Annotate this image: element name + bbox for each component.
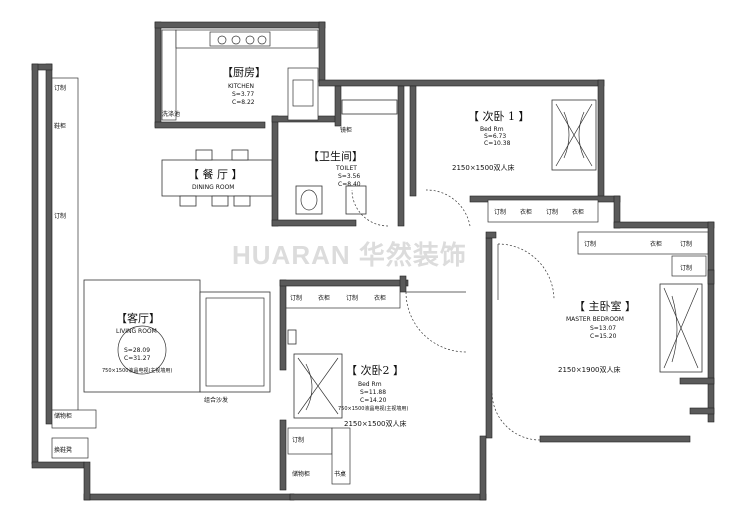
wardrobe-label-5: 衣柜 xyxy=(650,240,662,248)
bedroom2-area: S=11.88 xyxy=(360,389,386,396)
master-title: 【 主卧室 】 xyxy=(574,299,636,313)
living-area: S=28.09 xyxy=(124,347,150,354)
bedroom-2: 【 次卧2 】 Bed Rm S=11.88 C=14.20 750×1500液… xyxy=(285,285,467,485)
wardrobe-label-1: 衣柜 xyxy=(318,294,330,302)
wardrobe-label-2: 衣柜 xyxy=(374,294,386,302)
storage-label: 储物柜 xyxy=(54,412,72,420)
kitchen-perimeter: C=8.22 xyxy=(232,99,255,106)
shoe-bench-label: 换鞋凳 xyxy=(54,446,72,454)
sofa-label: 组合沙发 xyxy=(204,396,228,404)
shoe-label: 鞋柜 xyxy=(54,122,66,130)
custom-label-5: 订制 xyxy=(584,240,596,248)
living-en: LIVING ROOM xyxy=(116,328,157,335)
living-perimeter: C=31.27 xyxy=(124,355,151,362)
dining-title: 【 餐 厅 】 xyxy=(188,167,243,181)
bedroom1-title: 【 次卧 1 】 xyxy=(468,109,530,123)
storage-column xyxy=(51,77,97,459)
toilet-title: 【卫生间】 xyxy=(308,149,363,163)
custom-label-6: 订制 xyxy=(680,240,692,248)
kitchen-area: S=3.77 xyxy=(232,91,254,98)
washbasin-label: 洗涤池 xyxy=(162,110,180,118)
dining-en: DINING ROOM xyxy=(192,184,234,191)
toilet-en: TOILET xyxy=(335,165,357,172)
living-room: 【客厅】 LIVING ROOM S=28.09 C=31.27 750×150… xyxy=(83,279,271,404)
custom-label-8: 订制 xyxy=(54,84,66,92)
desk-label: 书桌 xyxy=(334,470,346,478)
custom-label-10: 订制 xyxy=(292,436,304,444)
bedroom2-title: 【 次卧2 】 xyxy=(346,363,404,377)
bedroom1-en: Bed Rm xyxy=(480,126,504,133)
watermark: HUARAN 华然装饰 xyxy=(232,240,467,270)
bedroom1-bed: 2150×1500双人床 xyxy=(452,163,515,172)
wardrobe-label-3: 衣柜 xyxy=(520,208,532,216)
toilet: 【卫生间】 TOILET S=3.56 C=8.40 xyxy=(295,99,398,227)
storage-label-2: 储物柜 xyxy=(292,470,310,478)
toilet-area: S=3.56 xyxy=(338,173,360,180)
kitchen-title: 【厨房】 xyxy=(222,66,266,79)
custom-label-9: 订制 xyxy=(54,212,66,220)
custom-label-1: 订制 xyxy=(290,294,302,302)
master-area: S=13.07 xyxy=(590,325,616,332)
toilet-perimeter: C=8.40 xyxy=(338,181,361,188)
custom-label-7: 订制 xyxy=(680,264,692,272)
living-title: 【客厅】 xyxy=(116,311,160,325)
bedroom1-area: S=6.73 xyxy=(484,133,506,140)
wardrobe-label-4: 衣柜 xyxy=(572,208,584,216)
master-perimeter: C=15.20 xyxy=(590,333,617,340)
dining: 【 餐 厅 】 DINING ROOM xyxy=(161,149,273,207)
kitchen-en: KITCHEN xyxy=(228,83,254,90)
bedroom-1: 【 次卧 1 】 Bed Rm S=6.73 C=10.38 2150×1500… xyxy=(425,99,599,227)
living-tv: 750×1500液晶电视(主视墙用) xyxy=(102,367,172,374)
walls xyxy=(31,21,715,501)
bedroom2-en: Bed Rm xyxy=(358,381,382,388)
master-bed: 2150×1900双人床 xyxy=(558,365,621,374)
custom-label-3: 订制 xyxy=(494,208,506,216)
kitchen: 【厨房】 KITCHEN S=3.77 C=8.22 xyxy=(161,29,319,121)
mirror-label: 镜柜 xyxy=(340,126,352,134)
master-bedroom: 【 主卧室 】 MASTER BEDROOM S=13.07 C=15.20 2… xyxy=(491,231,709,441)
furniture-labels: 订制 衣柜 订制 衣柜 订制 衣柜 订制 衣柜 订制 衣柜 订制 订制 订制 鞋… xyxy=(54,84,692,478)
custom-label-2: 订制 xyxy=(346,294,358,302)
bedroom1-perimeter: C=10.38 xyxy=(484,140,511,147)
bedroom2-tv: 750×1500液晶电视(主视墙用) xyxy=(338,405,408,412)
master-en: MASTER BEDROOM xyxy=(566,316,624,323)
bedroom2-perimeter: C=14.20 xyxy=(360,397,387,404)
bedroom2-bed: 2150×1500双人床 xyxy=(344,419,407,428)
custom-label-4: 订制 xyxy=(546,208,558,216)
